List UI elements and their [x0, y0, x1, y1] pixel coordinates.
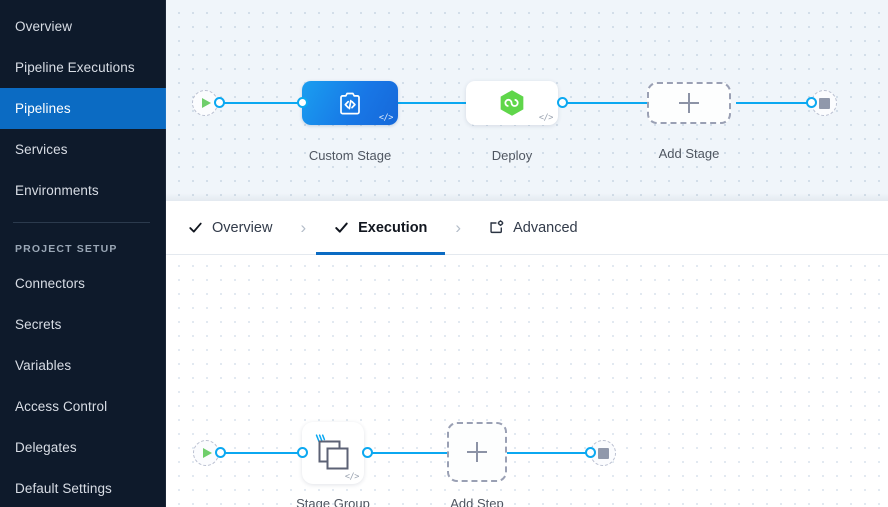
template-stack-icon [315, 434, 349, 470]
stage-config-tabbar: Overview › Execution › Advanced [166, 201, 888, 255]
add-stage-label: Add Stage [658, 146, 720, 161]
step-node-stage-group-template[interactable]: </> [302, 422, 364, 484]
sidebar-section-title: PROJECT SETUP [15, 243, 118, 255]
sidebar-item-secrets[interactable]: Secrets [0, 304, 166, 345]
stage-template-badge: </> [378, 113, 394, 123]
add-stage-button[interactable] [647, 82, 731, 124]
step-port-end-in[interactable] [585, 447, 596, 458]
stage-port-start-out[interactable] [214, 97, 225, 108]
sidebar-item-overview[interactable]: Overview [0, 6, 166, 47]
add-step-button[interactable] [447, 422, 507, 482]
sidebar-item-label: Access Control [15, 399, 108, 414]
tab-label: Advanced [513, 219, 578, 236]
tab-label: Overview [212, 219, 273, 236]
tab-separator-icon: › [455, 217, 462, 237]
sidebar-item-delegates[interactable]: Delegates [0, 427, 166, 468]
step-flow: </> Stage Group Template Add Step [166, 255, 888, 507]
step-port-start-out[interactable] [215, 447, 226, 458]
check-icon [189, 222, 202, 233]
step-node-label-stage-group-template: Stage Group Template [296, 496, 370, 507]
step-edge-start-to-template [220, 452, 310, 454]
add-step-label: Add Step [450, 496, 504, 507]
sidebar-item-label: Connectors [15, 276, 86, 291]
stage-node-label-custom-stage: Custom Stage [308, 148, 392, 163]
stage-edge-start-to-custom [219, 102, 309, 104]
sidebar-item-services[interactable]: Services [0, 129, 166, 170]
stop-icon [818, 97, 830, 109]
stop-icon [597, 447, 609, 459]
sidebar-item-label: Services [15, 142, 68, 157]
deploy-hexagon-icon [500, 90, 524, 116]
sidebar-item-label: Delegates [15, 440, 77, 455]
tab-overview[interactable]: Overview [184, 201, 276, 255]
sidebar-edge [165, 0, 166, 507]
stage-port-end-in[interactable] [806, 97, 817, 108]
sidebar-item-environments[interactable]: Environments [0, 170, 166, 211]
step-edge-add-to-end [506, 452, 594, 454]
sidebar-item-label: Overview [15, 19, 73, 34]
sidebar-item-default-settings[interactable]: Default Settings [0, 468, 166, 507]
stage-node-deploy[interactable]: </> [466, 81, 558, 125]
step-port-template-in[interactable] [297, 447, 308, 458]
stage-node-custom-stage[interactable]: </> [302, 81, 398, 125]
sidebar: Overview Pipeline Executions Pipelines S… [0, 0, 166, 507]
sidebar-divider [13, 222, 150, 223]
tab-separator-icon: › [300, 217, 307, 237]
play-icon [202, 98, 211, 108]
check-icon [335, 222, 348, 233]
advanced-settings-icon [490, 220, 504, 234]
tab-advanced[interactable]: Advanced [485, 201, 582, 255]
sidebar-item-label: Default Settings [15, 481, 112, 496]
stage-flow: </> Custom Stage </> Deploy [166, 0, 888, 201]
execution-graph-canvas[interactable]: </> Stage Group Template Add Step [166, 255, 888, 507]
step-edge-template-to-add [371, 452, 451, 454]
main-content: </> Custom Stage </> Deploy [166, 0, 888, 507]
stage-port-custom-in[interactable] [297, 97, 308, 108]
stage-port-deploy-out[interactable] [557, 97, 568, 108]
plus-icon [467, 442, 487, 462]
play-icon [203, 448, 212, 458]
sidebar-item-access-control[interactable]: Access Control [0, 386, 166, 427]
custom-stage-code-icon [340, 92, 360, 115]
tab-execution[interactable]: Execution [316, 201, 446, 255]
step-port-template-out[interactable] [362, 447, 373, 458]
stage-node-label-deploy: Deploy [491, 148, 533, 163]
sidebar-item-pipelines[interactable]: Pipelines [0, 88, 166, 129]
sidebar-item-label: Pipelines [15, 101, 71, 116]
sidebar-item-label: Variables [15, 358, 72, 373]
sidebar-item-variables[interactable]: Variables [0, 345, 166, 386]
sidebar-item-label: Environments [15, 183, 99, 198]
deploy-template-badge: </> [538, 113, 554, 123]
sidebar-item-connectors[interactable]: Connectors [0, 263, 166, 304]
stage-edge-add-to-end [736, 102, 826, 104]
stage-graph-canvas[interactable]: </> Custom Stage </> Deploy [166, 0, 888, 201]
tab-label: Execution [358, 219, 428, 236]
step-template-badge: </> [344, 472, 360, 482]
sidebar-item-label: Pipeline Executions [15, 60, 135, 75]
sidebar-item-label: Secrets [15, 317, 62, 332]
sidebar-item-pipeline-executions[interactable]: Pipeline Executions [0, 47, 166, 88]
plus-icon [679, 93, 699, 113]
